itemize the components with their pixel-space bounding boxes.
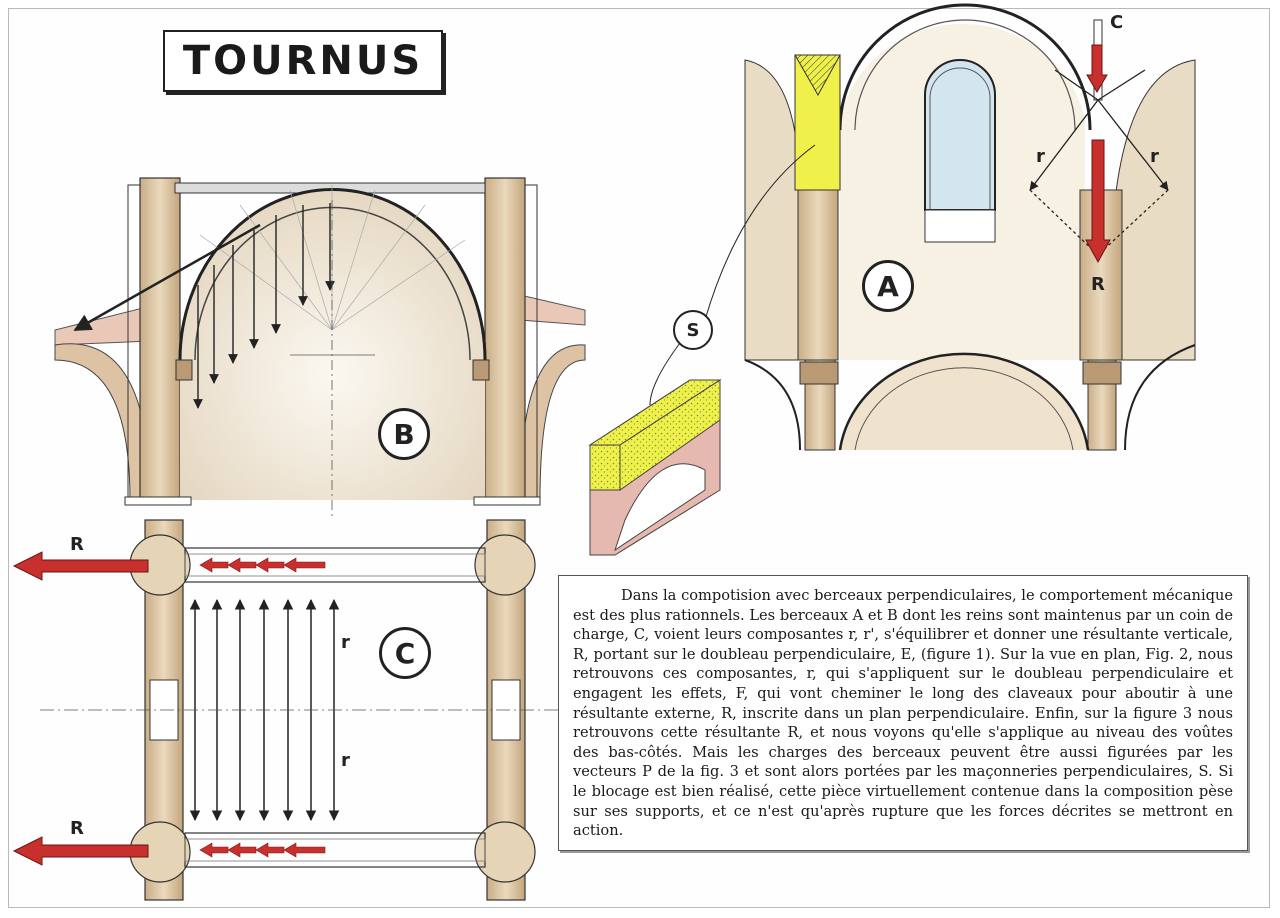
- label-s: S: [686, 319, 700, 341]
- label-c: C: [394, 636, 416, 670]
- resultant-label-r-plan-bottom: R: [70, 818, 84, 839]
- force-label-r-left: r: [1036, 146, 1045, 167]
- label-circle-a: A: [862, 260, 914, 312]
- plan-label-r-upper: r: [341, 632, 350, 653]
- resultant-label-r-vault: R: [1091, 274, 1105, 295]
- title-box: TOURNUS: [163, 30, 443, 92]
- label-circle-c: C: [379, 627, 431, 679]
- figure-a-section: [704, 3, 1196, 451]
- caption-text: Dans la compotision avec berceaux perpen…: [573, 587, 1233, 840]
- plan-label-r-lower: r: [341, 750, 350, 771]
- resultant-label-r-plan-top: R: [70, 534, 84, 555]
- label-b: B: [393, 417, 415, 451]
- label-circle-b: B: [378, 408, 430, 460]
- figure-b-section: [54, 177, 586, 520]
- force-label-c-top: C: [1110, 12, 1124, 33]
- force-label-r-right: r: [1150, 146, 1159, 167]
- label-circle-s: S: [673, 310, 713, 350]
- figure-s-block: [588, 329, 722, 556]
- caption-box: Dans la compotision avec berceaux perpen…: [558, 575, 1248, 851]
- label-a: A: [877, 269, 899, 303]
- page-title: TOURNUS: [182, 38, 424, 84]
- figure-c-plan: [12, 519, 560, 901]
